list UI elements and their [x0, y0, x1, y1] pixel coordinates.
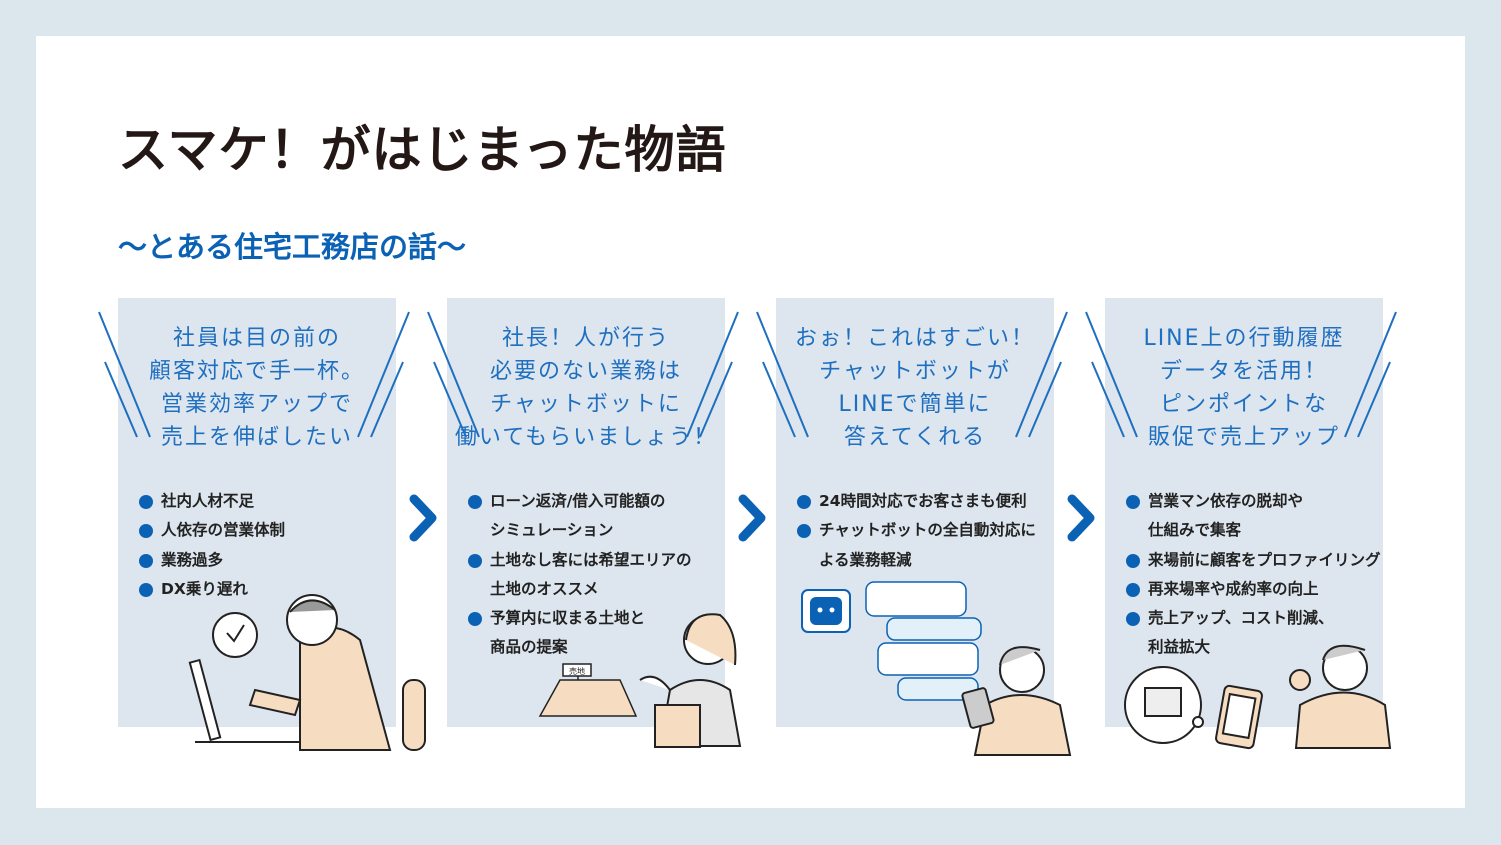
quote-line: 売上を伸ばしたい [160, 425, 353, 450]
quote-line: データを活用！ [1159, 359, 1328, 384]
quote-line: おぉ！これはすごい！ [794, 326, 1035, 351]
quote-line: LINE上の行動履歴 [1143, 326, 1345, 351]
panel-quote: 社員は目の前の顧客対応で手一杯。営業効率アップで売上を伸ばしたい [118, 322, 396, 454]
quote-line: 社長！人が行う [501, 326, 670, 351]
bullet-item: チャットボットの全自動対応に よる業務軽減 [797, 516, 1036, 575]
quote-line: 答えてくれる [843, 425, 987, 450]
bullet-item: 予算内に収まる土地と 商品の提案 [468, 604, 692, 663]
bullet-item: ローン返済/借入可能額の シミュレーション [468, 487, 692, 546]
quote-line: ピンポイントな [1159, 392, 1328, 417]
panel-quote: 社長！人が行う必要のない業務はチャットボットに働いてもらいましょう！ [447, 322, 725, 454]
bullet-item: 来場前に顧客をプロファイリング [1126, 546, 1381, 575]
bullet-list: 24時間対応でお客さまも便利チャットボットの全自動対応に よる業務軽減 [797, 487, 1036, 575]
page-subtitle: 〜とある住宅工務店の話〜 [118, 230, 467, 264]
panel-quote: LINE上の行動履歴データを活用！ ピンポイントな販促で売上アップ [1105, 322, 1383, 454]
story-panel [447, 298, 725, 727]
bullet-item: 売上アップ、コスト削減、 利益拡大 [1126, 604, 1381, 663]
bullet-item: 営業マン依存の脱却や 仕組みで集客 [1126, 487, 1381, 546]
quote-line: 販促で売上アップ [1147, 425, 1340, 450]
quote-line: 社員は目の前の [172, 326, 341, 351]
quote-line: LINEで簡単に [838, 392, 992, 417]
quote-line: チャットボットに [490, 392, 682, 417]
bullet-item: 再来場率や成約率の向上 [1126, 575, 1381, 604]
quote-line: 顧客対応で手一杯。 [148, 359, 365, 384]
bullet-item: 社内人材不足 [139, 487, 285, 516]
quote-line: チャットボットが [819, 359, 1011, 384]
quote-line: 働いてもらいましょう！ [454, 425, 718, 450]
bullet-item: 24時間対応でお客さまも便利 [797, 487, 1036, 516]
bullet-item: DX乗り遅れ [139, 575, 285, 604]
bullet-item: 人依存の営業体制 [139, 516, 285, 545]
bullet-item: 業務過多 [139, 546, 285, 575]
bullet-list: ローン返済/借入可能額の シミュレーション土地なし客には希望エリアの 土地のオス… [468, 487, 692, 663]
panel-quote: おぉ！これはすごい！ チャットボットが LINEで簡単に答えてくれる [776, 322, 1054, 454]
bullet-list: 営業マン依存の脱却や 仕組みで集客来場前に顧客をプロファイリング再来場率や成約率… [1126, 487, 1381, 663]
page-title: スマケ！がはじまった物語 [118, 121, 727, 179]
quote-line: 営業効率アップで [160, 392, 353, 417]
quote-line: 必要のない業務は [489, 359, 682, 384]
bullet-item: 土地なし客には希望エリアの 土地のオススメ [468, 546, 692, 605]
